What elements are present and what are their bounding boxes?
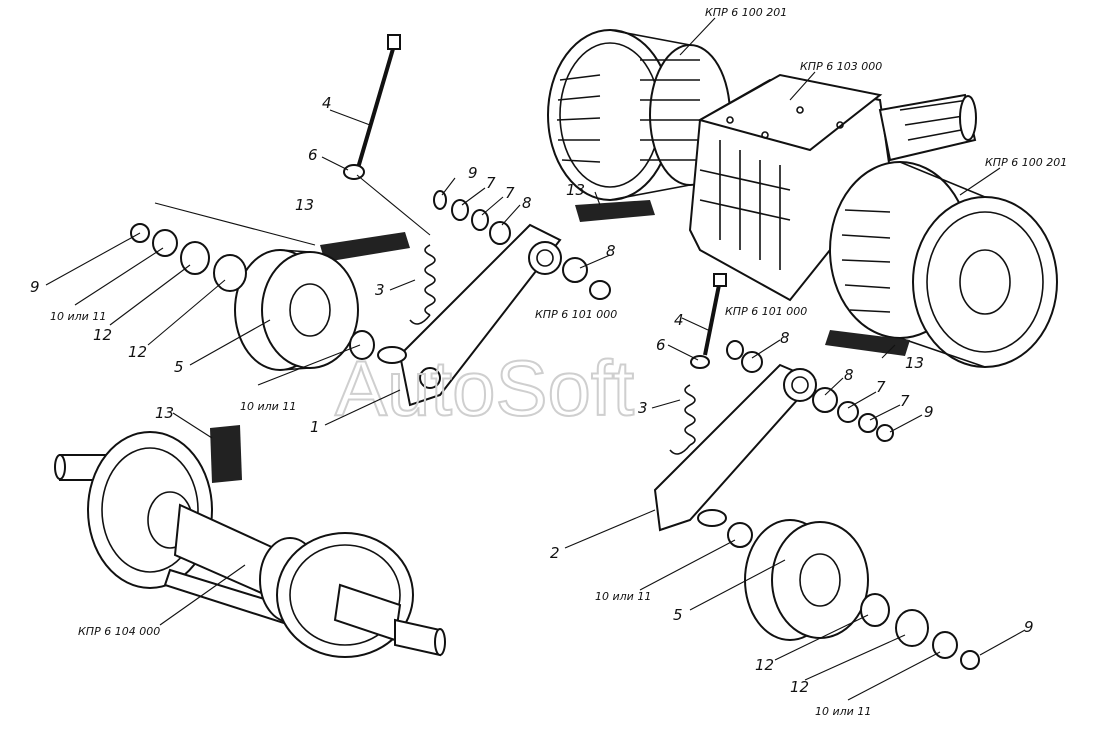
label-5-left: 5 [174, 358, 184, 376]
label-10-11-left-top: 10 или 11 [50, 310, 106, 323]
label-9-left: 9 [30, 278, 40, 296]
label-2: 2 [550, 544, 560, 562]
label-7-left-a: 7 [486, 174, 496, 192]
label-1: 1 [310, 418, 320, 436]
label-4-left: 4 [322, 94, 332, 112]
label-3-right: 3 [638, 399, 648, 417]
label-6-left: 6 [308, 146, 318, 164]
shoe-13-right [825, 330, 910, 356]
part-labels: КПР 6 100 201 КПР 6 103 000 КПР 6 100 20… [30, 6, 1067, 718]
label-13-bottom-left: 13 [155, 404, 174, 422]
pulley-5-right [744, 519, 869, 641]
label-12-left-b: 12 [128, 343, 147, 361]
code-arm-left-assy: КПР 6 101 000 [535, 308, 617, 321]
label-12-right-a: 12 [755, 656, 774, 674]
spring-3-left [409, 244, 436, 325]
shoe-13-top-right [575, 200, 655, 222]
shaft-assembly [54, 431, 446, 658]
leader-lines [45, 17, 1026, 701]
label-13-right: 13 [905, 354, 924, 372]
label-8-right-b: 8 [844, 366, 854, 384]
label-13-top-right: 13 [566, 181, 585, 199]
label-9-left-top: 9 [468, 164, 478, 182]
label-3-left: 3 [375, 281, 385, 299]
label-8-left-a: 8 [522, 194, 532, 212]
code-arm-right-assy: КПР 6 101 000 [725, 305, 807, 318]
label-12-left-a: 12 [93, 326, 112, 344]
washer-6-left [343, 164, 365, 180]
spring-3-right [669, 384, 696, 455]
bushings-left-arm [433, 190, 611, 300]
label-8-left-b: 8 [606, 242, 616, 260]
label-9-right-top: 9 [924, 403, 934, 421]
code-shaft-assy: КПР 6 104 000 [78, 625, 160, 638]
label-10-11-right-mid: 10 или 11 [595, 590, 651, 603]
rear-pulley-right [829, 161, 1058, 368]
label-9-right-bottom: 9 [1024, 618, 1034, 636]
label-6-right: 6 [656, 336, 666, 354]
label-10-11-left-mid: 10 или 11 [240, 400, 296, 413]
label-8-right-a: 8 [780, 329, 790, 347]
label-5-right: 5 [673, 606, 683, 624]
code-rear-pulley-top: КПР 6 100 201 [705, 6, 787, 19]
shoe-13-bottom-left [210, 425, 242, 483]
label-7-right-a: 7 [876, 378, 886, 396]
arm-2 [653, 363, 817, 532]
code-rear-pulley-right: КПР 6 100 201 [985, 156, 1067, 169]
bolt-4-right [703, 273, 727, 356]
label-10-11-right-bottom: 10 или 11 [815, 705, 871, 718]
bearings-right [860, 593, 980, 670]
code-gearbox: КПР 6 103 000 [800, 60, 882, 73]
arm-1 [398, 223, 562, 407]
label-12-right-b: 12 [790, 678, 809, 696]
label-7-right-b: 7 [900, 392, 910, 410]
gearbox-housing [688, 73, 892, 302]
label-13-left: 13 [295, 196, 314, 214]
bolt-4-left [356, 34, 401, 169]
pulley-5-left [234, 249, 359, 371]
label-4-right: 4 [674, 311, 684, 329]
shoe-13-left [320, 232, 410, 262]
watermark: AutoSoft [335, 344, 635, 432]
output-shaft-splined [878, 93, 977, 162]
bushings-right-arm [697, 340, 894, 548]
label-7-left-b: 7 [505, 184, 515, 202]
